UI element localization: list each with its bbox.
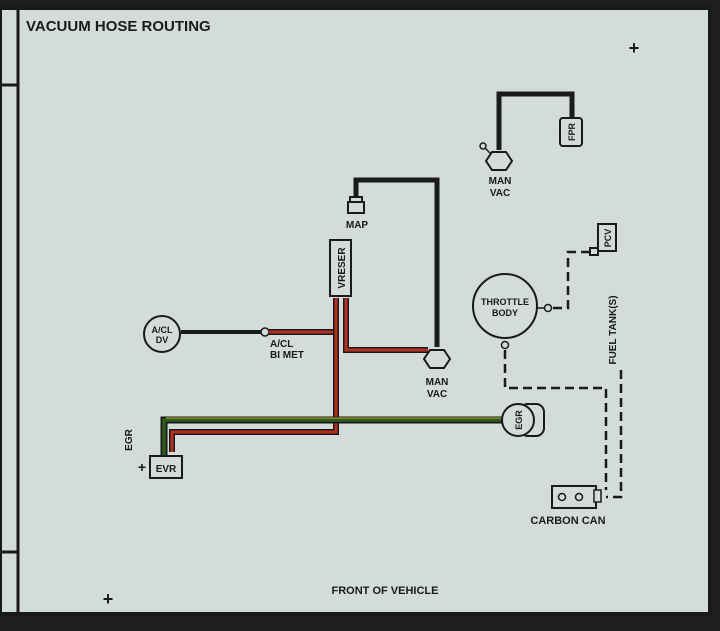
man-vac-label: VAC [427, 389, 447, 400]
fitting-port [479, 142, 487, 150]
man-vac-top-label: MAN [489, 176, 512, 187]
plus-mark-icon: + [138, 459, 146, 475]
man-vac-top-label: VAC [490, 188, 510, 199]
pcv-label: PCV [603, 229, 613, 248]
throttle-body-label: BODY [492, 308, 518, 318]
acl-dv-icon [143, 315, 181, 353]
throttle-port [543, 303, 553, 313]
map-label: MAP [346, 220, 369, 231]
panel-border [0, 6, 712, 616]
evr-box [149, 455, 183, 479]
throttle-port [500, 340, 510, 350]
throttle-body-label: THROTTLE [481, 297, 529, 307]
throttle-body-icon [472, 273, 538, 339]
acl-dv-label: DV [156, 335, 169, 345]
green-hose [160, 416, 502, 455]
diagram-title: VACUUM HOSE ROUTING [26, 18, 211, 35]
egr-valve-icon [501, 403, 545, 437]
black-hose-map [353, 177, 440, 347]
fitting-stub [484, 147, 492, 155]
egr-valve-label: EGR [514, 410, 524, 430]
fpr-box [559, 117, 583, 147]
plus-mark-icon: + [103, 589, 114, 609]
evr-label: EVR [156, 464, 177, 475]
map-sensor-icon [347, 196, 365, 214]
fuel-tanks-label: FUEL TANK(S) [608, 295, 619, 364]
acl-bimet-label: A/CL [270, 339, 293, 350]
red-hoses [169, 298, 428, 452]
pcv-connector [589, 247, 599, 256]
pcv-box [597, 223, 617, 252]
egr-side-label: EGR [124, 428, 135, 450]
vreser-label: VRESER [337, 247, 348, 289]
man-vac-fitting-icon [422, 349, 452, 369]
plus-mark-icon: + [629, 38, 640, 58]
man-vac-top-fitting-icon [484, 151, 514, 171]
front-of-vehicle-label: FRONT OF VEHICLE [332, 585, 439, 597]
black-hose-fpr [496, 91, 575, 150]
panel-background [0, 8, 710, 614]
carbon-can-label: CARBON CAN [530, 515, 605, 527]
acl-dv-label: A/CL [152, 325, 173, 335]
carbon-can-icon [551, 485, 602, 509]
fpr-label: FPR [567, 122, 577, 141]
acl-bimet-label: BI MET [270, 350, 304, 361]
dashed-hoses [503, 250, 623, 499]
bimet-fitting [260, 327, 270, 337]
man-vac-label: MAN [426, 377, 449, 388]
vreser-box [329, 239, 352, 297]
